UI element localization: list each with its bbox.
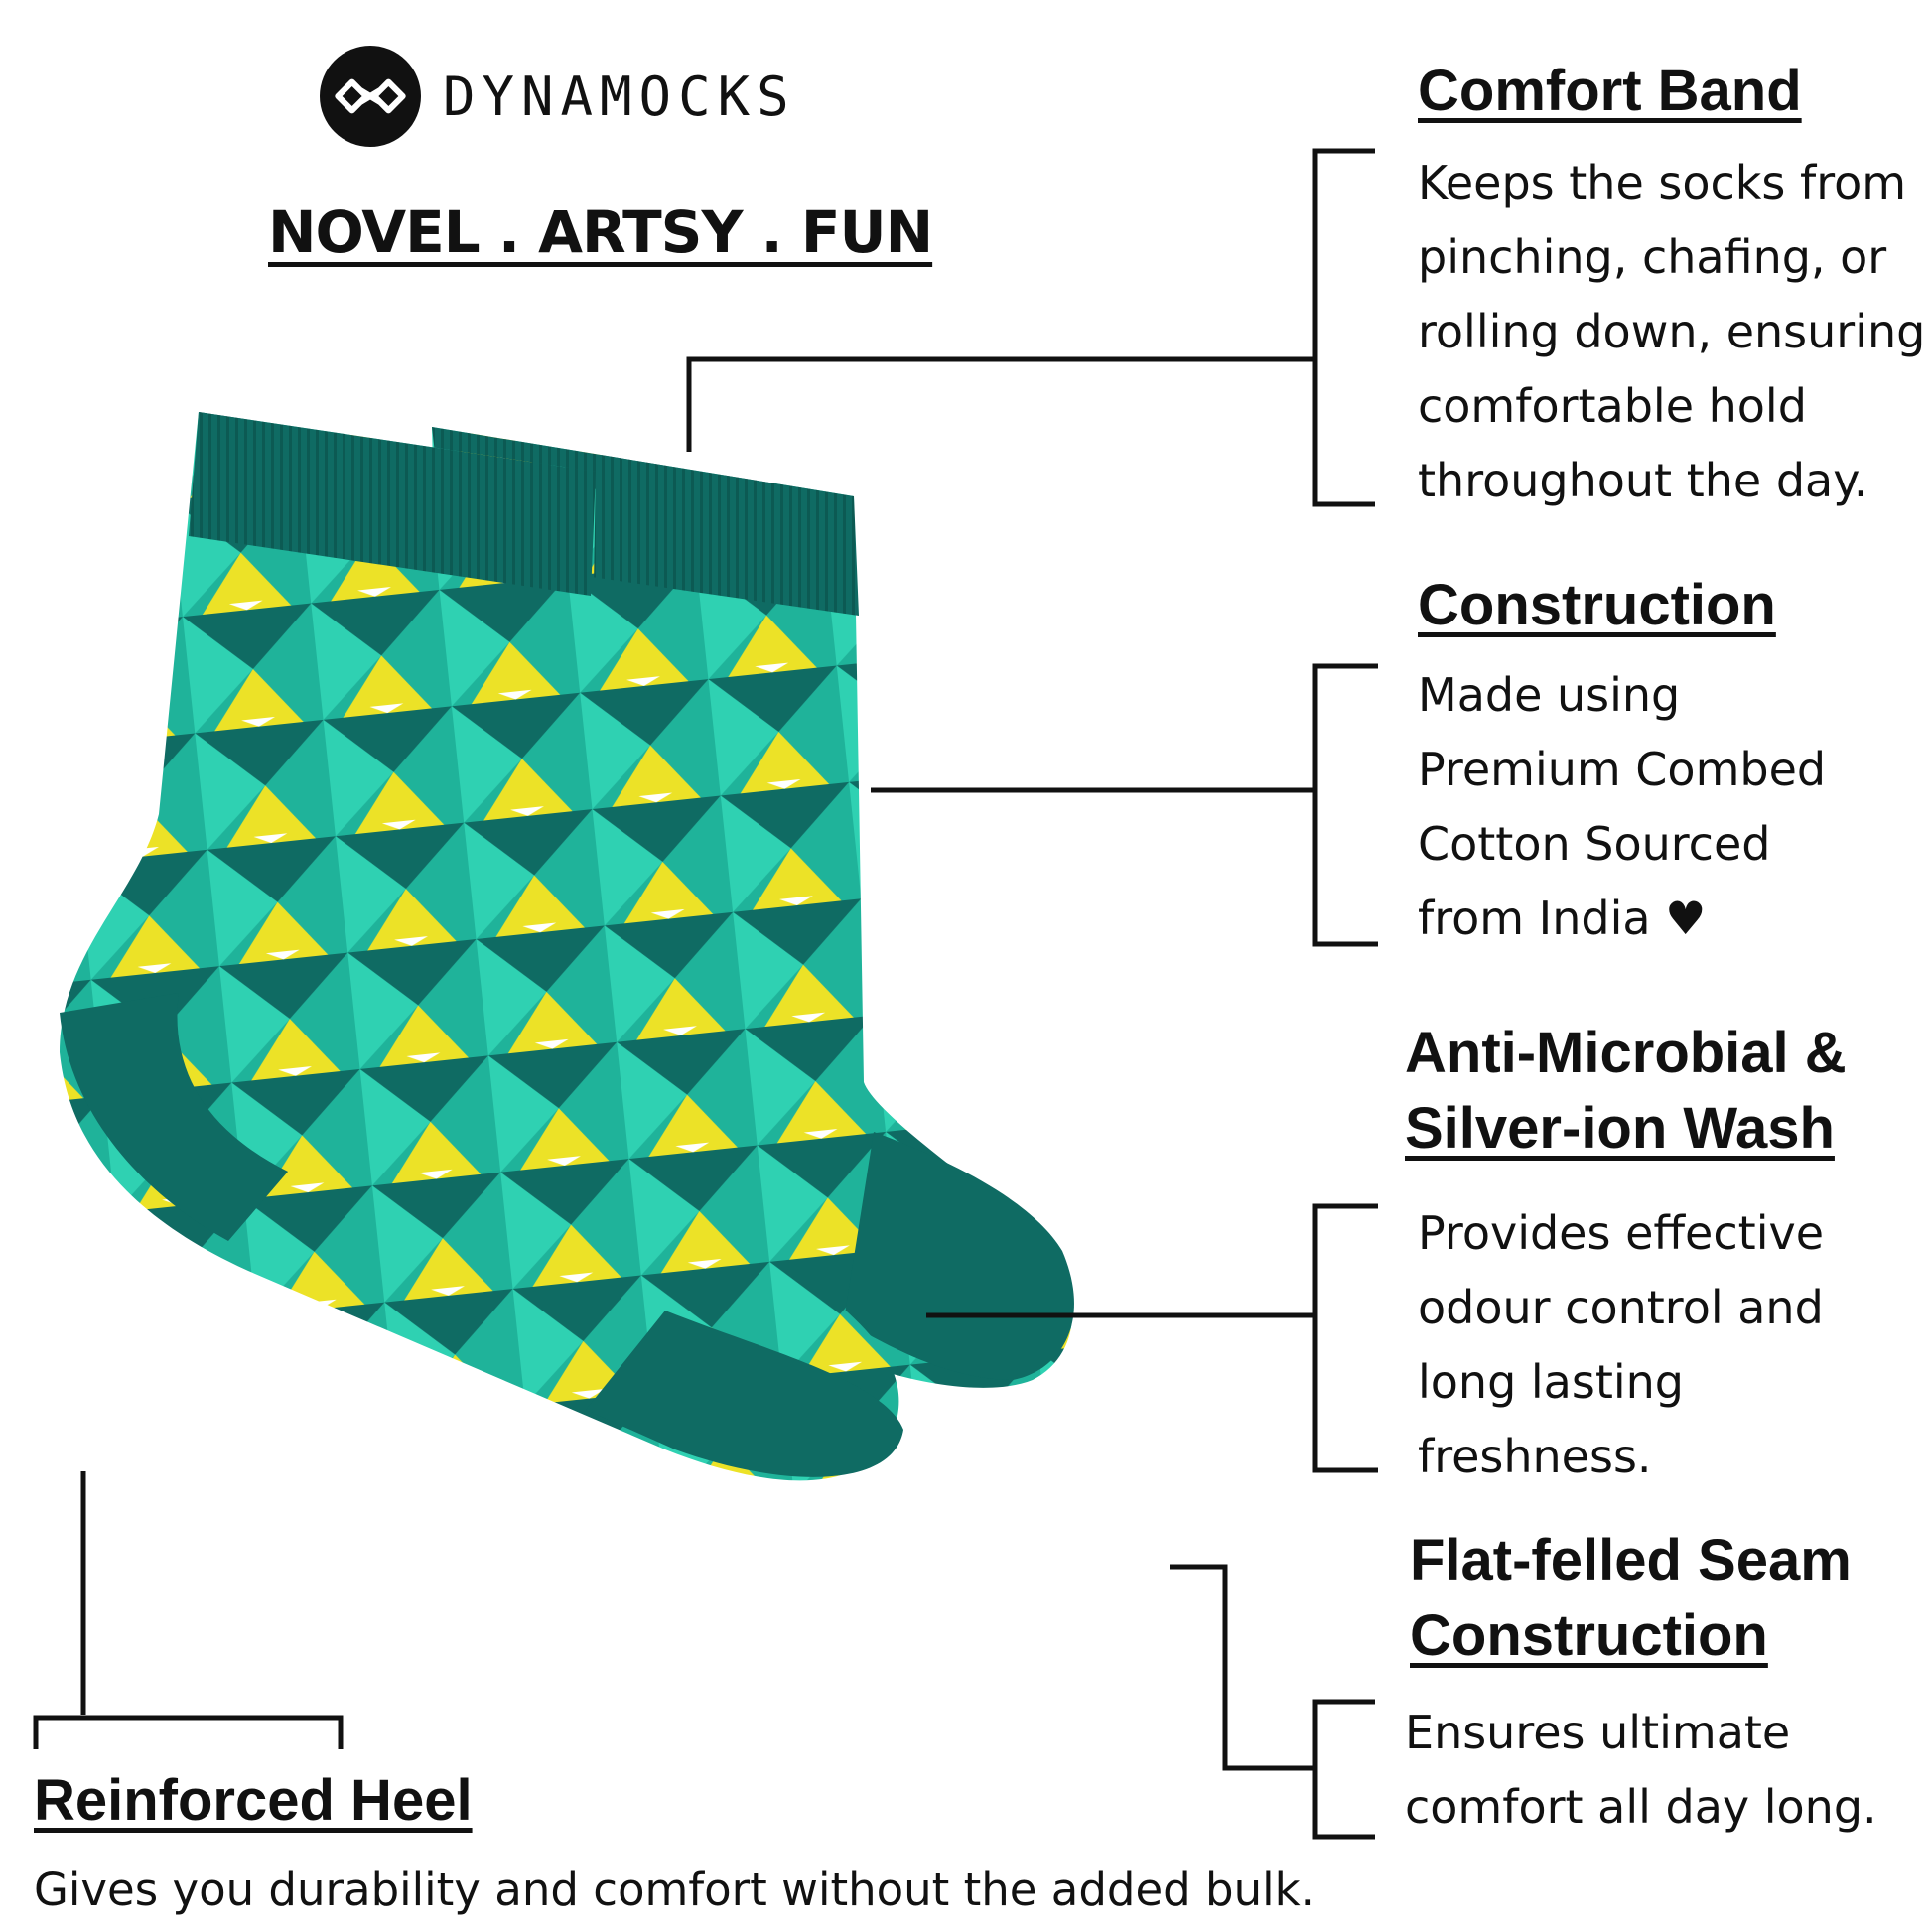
construction-line: Cotton Sourced <box>1418 817 1771 871</box>
construction-bracket <box>1312 663 1378 947</box>
comfort-band-line: Keeps the socks from <box>1418 156 1907 209</box>
seam-pointer <box>1170 1564 1315 1771</box>
seam-title-line: Flat-felled Seam <box>1410 1528 1852 1592</box>
infinity-logo-icon <box>320 46 421 147</box>
construction-line: Made using <box>1418 668 1681 722</box>
comfort-band-line: comfortable hold <box>1418 379 1807 433</box>
heel-bracket <box>33 1715 344 1749</box>
construction-description: Made using Premium Combed Cotton Sourced… <box>1418 658 1826 956</box>
antimicrobial-line: long lasting <box>1418 1355 1685 1409</box>
comfort-band-description: Keeps the socks from pinching, chafing, … <box>1418 146 1925 518</box>
antimicrobial-bracket <box>1312 1203 1378 1473</box>
construction-title: Construction <box>1418 573 1776 637</box>
antimicrobial-line: freshness. <box>1418 1430 1652 1483</box>
comfort-band-bracket <box>1312 148 1375 507</box>
comfort-band-line: throughout the day. <box>1418 454 1868 507</box>
brand-name: DYNAMOCKS <box>443 65 796 128</box>
seam-title: Flat-felled Seam Construction <box>1410 1523 1852 1674</box>
antimicrobial-line: Provides effective <box>1418 1206 1824 1260</box>
construction-line: from India ♥ <box>1418 892 1707 945</box>
antimicrobial-title-line: Anti-Microbial & <box>1405 1021 1847 1085</box>
comfort-band-title: Comfort Band <box>1418 59 1802 123</box>
tagline: NOVEL . ARTSY . FUN <box>268 199 933 266</box>
antimicrobial-line: odour control and <box>1418 1281 1824 1334</box>
antimicrobial-title-line: Silver-ion Wash <box>1405 1096 1835 1161</box>
seam-description: Ensures ultimate comfort all day long. <box>1405 1696 1877 1845</box>
comfort-band-line: pinching, chafing, or <box>1418 230 1887 284</box>
seam-line: comfort all day long. <box>1405 1780 1877 1834</box>
heel-title: Reinforced Heel <box>34 1768 473 1833</box>
seam-bracket <box>1312 1699 1375 1840</box>
heel-description: Gives you durability and comfort without… <box>34 1863 1314 1916</box>
seam-title-line: Construction <box>1410 1603 1768 1668</box>
comfort-band-line: rolling down, ensuring <box>1418 305 1926 358</box>
construction-line: Premium Combed <box>1418 743 1827 796</box>
socks-illustration <box>60 412 1074 1481</box>
antimicrobial-description: Provides effective odour control and lon… <box>1418 1196 1824 1494</box>
antimicrobial-title: Anti-Microbial & Silver-ion Wash <box>1405 1016 1847 1167</box>
seam-line: Ensures ultimate <box>1405 1706 1791 1759</box>
comfort-band-pointer <box>686 356 1315 452</box>
brand-logo: DYNAMOCKS <box>320 46 796 147</box>
